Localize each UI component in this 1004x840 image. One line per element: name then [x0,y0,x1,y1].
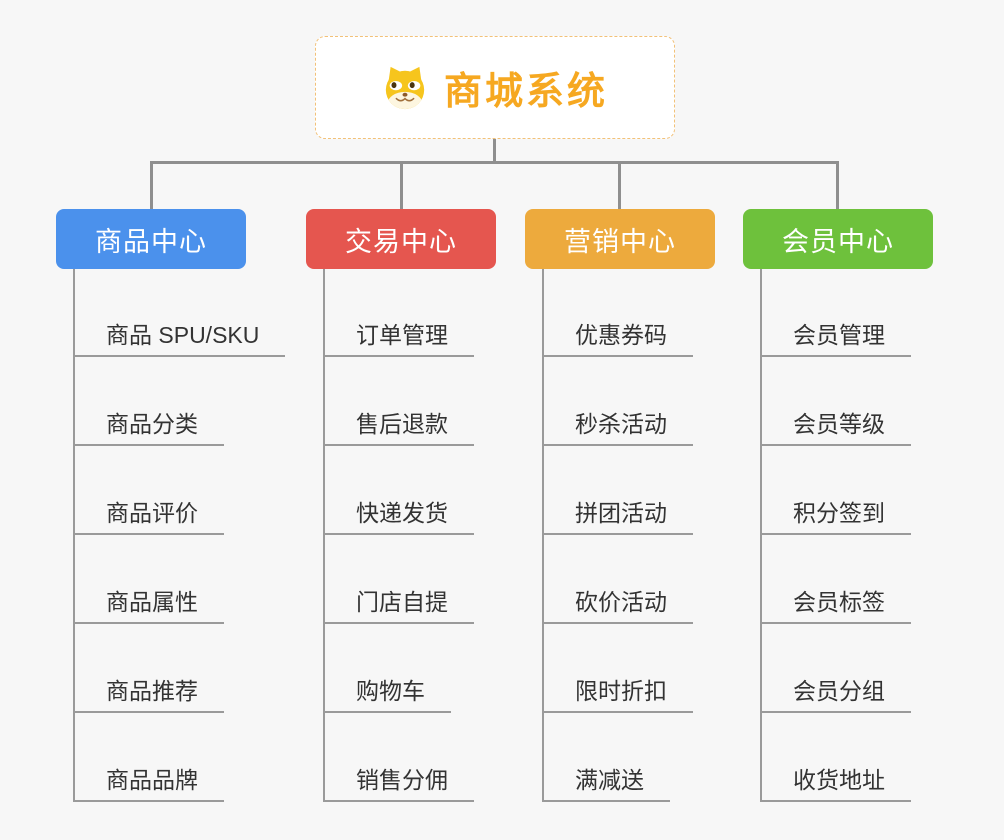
child-node[interactable]: 拼团活动 [542,493,693,535]
branch-node[interactable]: 商品中心 [56,209,246,269]
branch-node-label: 商品中心 [95,226,207,257]
branch-node-label: 交易中心 [345,226,457,257]
branch-product-center: 商品中心 商品 SPU/SKU 商品分类 商品评价 商品属性 商品推荐 商品品牌 [56,209,316,819]
branch-drop-line [400,162,403,209]
branch-trunk-line [760,269,762,802]
child-node[interactable]: 限时折扣 [542,671,693,713]
branch-trade-center: 交易中心 订单管理 售后退款 快递发货 门店自提 购物车 销售分佣 [306,209,566,819]
branch-bus-line [150,161,839,164]
child-node[interactable]: 会员等级 [760,404,911,446]
child-node[interactable]: 会员管理 [760,315,911,357]
dog-face-icon [385,66,425,109]
root-stem-line [493,139,496,164]
branch-node[interactable]: 营销中心 [525,209,715,269]
child-node[interactable]: 商品品牌 [73,760,224,802]
branch-drop-line [618,162,621,209]
child-node[interactable]: 订单管理 [323,315,474,357]
branch-node-label: 会员中心 [782,226,894,257]
branch-node-label: 营销中心 [564,226,676,257]
root-node-label: 商城系统 [443,71,608,113]
child-node[interactable]: 积分签到 [760,493,911,535]
child-node[interactable]: 满减送 [542,760,670,802]
child-node[interactable]: 会员标签 [760,582,911,624]
child-node[interactable]: 秒杀活动 [542,404,693,446]
branch-trunk-line [323,269,325,802]
child-node[interactable]: 优惠券码 [542,315,693,357]
branch-marketing-center: 营销中心 优惠券码 秒杀活动 拼团活动 砍价活动 限时折扣 满减送 [525,209,785,819]
child-node[interactable]: 快递发货 [323,493,474,535]
child-node[interactable]: 商品推荐 [73,671,224,713]
branch-trunk-line [542,269,544,802]
child-node[interactable]: 门店自提 [323,582,474,624]
branch-node[interactable]: 交易中心 [306,209,496,269]
child-node[interactable]: 销售分佣 [323,760,474,802]
branch-drop-line [836,162,839,209]
branch-drop-line [150,162,153,209]
child-node[interactable]: 收货地址 [760,760,911,802]
child-node[interactable]: 商品属性 [73,582,224,624]
branch-node[interactable]: 会员中心 [743,209,933,269]
child-node[interactable]: 商品分类 [73,404,224,446]
child-node[interactable]: 购物车 [323,671,451,713]
child-node[interactable]: 砍价活动 [542,582,693,624]
branch-trunk-line [73,269,75,802]
child-node[interactable]: 商品评价 [73,493,224,535]
child-node[interactable]: 商品 SPU/SKU [73,315,286,357]
child-node[interactable]: 会员分组 [760,671,911,713]
child-node[interactable]: 售后退款 [323,404,474,446]
root-node[interactable]: 商城系统 [315,36,675,139]
branch-member-center: 会员中心 会员管理 会员等级 积分签到 会员标签 会员分组 收货地址 [743,209,1003,819]
